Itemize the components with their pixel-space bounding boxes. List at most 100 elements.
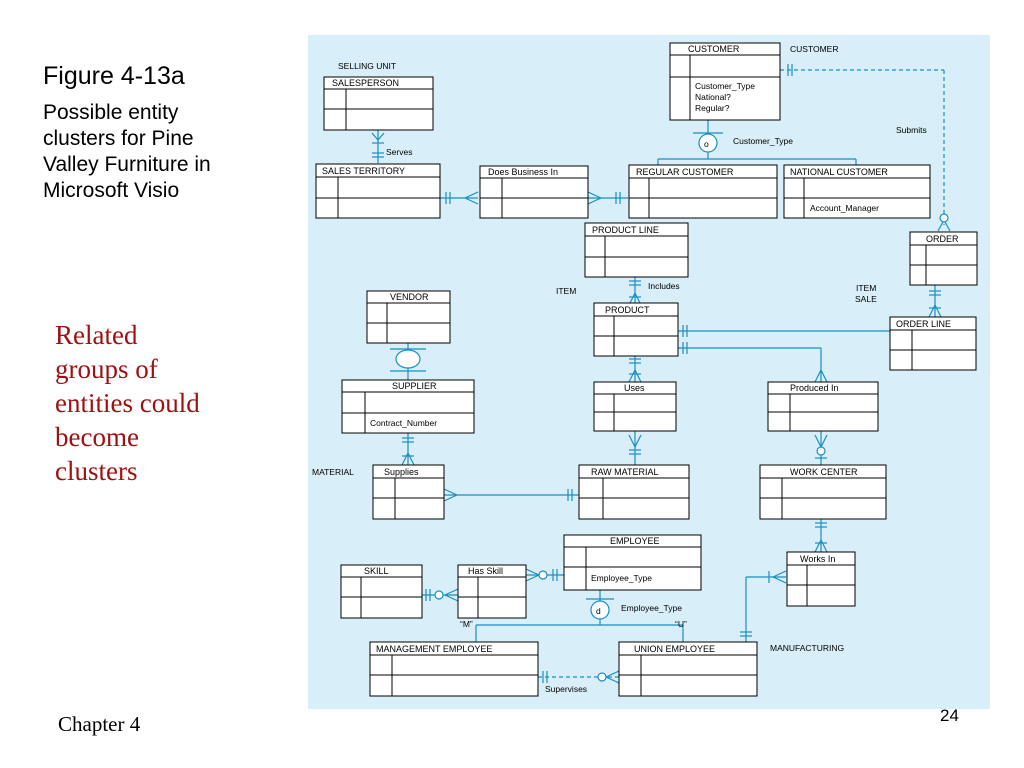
crowfoot — [820, 434, 828, 448]
figure-title: Figure 4-13a — [43, 62, 185, 90]
attribute: Employee_Type — [591, 573, 652, 583]
cluster-label-manufacturing: MANUFACTURING — [770, 643, 844, 653]
crowfoot — [443, 494, 458, 502]
attribute: Customer_Type — [695, 81, 755, 91]
crowfoot — [634, 369, 642, 383]
crowfoot — [820, 539, 828, 553]
entity-name: PRODUCT LINE — [592, 225, 659, 235]
entity-name: Does Business In — [488, 167, 558, 177]
entity-product: PRODUCT — [593, 302, 679, 357]
relationship-label-submits: Submits — [896, 125, 927, 135]
erd-diagram: o — [308, 35, 990, 709]
crowfoot — [525, 568, 540, 576]
relationship-label-includes: Includes — [648, 281, 680, 291]
crowfoot — [928, 304, 936, 318]
crowfoot — [628, 369, 636, 383]
subtype-ellipse — [395, 349, 421, 369]
relationship-lines: o — [371, 64, 951, 684]
entity-management-employee: MANAGEMENT EMPLOYEE — [369, 641, 539, 697]
optional-circle — [816, 446, 826, 456]
entity-salesperson: SALESPERSON — [323, 76, 434, 131]
cluster-label-item-sale: SALE — [855, 294, 877, 304]
entity-works-in: Works In — [786, 551, 856, 607]
crowfoot — [587, 191, 602, 199]
crowfoot — [814, 369, 822, 383]
entity-name: REGULAR CUSTOMER — [636, 167, 734, 177]
entity-name: Works In — [800, 554, 835, 564]
optional-circle — [597, 672, 607, 682]
crowfoot — [444, 588, 459, 596]
attribute: Contract_Number — [370, 418, 437, 428]
crowfoot — [814, 434, 822, 448]
crowfoot — [444, 594, 459, 602]
cluster-label-item-sale: ITEM — [856, 283, 876, 293]
entity-name: EMPLOYEE — [610, 536, 660, 546]
crowfoot — [407, 452, 415, 466]
entity-produced-in: Produced In — [767, 381, 879, 432]
entity-does-business-in: Does Business In — [479, 165, 589, 219]
entity-order: ORDER — [909, 231, 978, 286]
entity-name: RAW MATERIAL — [591, 467, 659, 477]
entity-order-line: ORDER LINE — [889, 316, 977, 371]
entity-name: Uses — [624, 383, 645, 393]
crowfoot — [464, 197, 479, 205]
crowfoot — [934, 304, 942, 318]
optional-circle — [939, 213, 949, 223]
crowfoot — [443, 488, 458, 496]
attribute: Regular? — [695, 103, 730, 113]
entity-sales-territory: SALES TERRITORY — [315, 163, 441, 219]
disjoint-o-label: o — [704, 139, 709, 149]
entity-supplies: Supplies — [372, 464, 445, 520]
entity-national-customer: NATIONAL CUSTOMER Account_Manager — [783, 164, 931, 219]
crowfoot — [820, 369, 828, 383]
entity-product-line: PRODUCT LINE — [584, 222, 689, 278]
relationship-label-serves: Serves — [386, 147, 412, 157]
chapter-footer: Chapter 4 — [58, 712, 141, 736]
entity-name: SALES TERRITORY — [322, 166, 405, 176]
subtype-value-u: “U” — [675, 619, 687, 629]
optional-circle — [538, 570, 548, 580]
cluster-label-selling-unit: SELLING UNIT — [338, 61, 396, 71]
figure-subtitle: Possible entity clusters for Pine Valley… — [43, 101, 211, 202]
entity-name: UNION EMPLOYEE — [634, 644, 715, 654]
entity-employee: EMPLOYEE Employee_Type — [563, 534, 702, 591]
page-number: 24 — [940, 706, 959, 725]
crowfoot — [628, 434, 636, 448]
entity-name: SALESPERSON — [332, 78, 399, 88]
entity-work-center: WORK CENTER — [759, 464, 887, 520]
entity-regular-customer: REGULAR CUSTOMER — [628, 164, 778, 219]
entity-name: Supplies — [384, 467, 419, 477]
entity-name: ORDER LINE — [896, 319, 951, 329]
crowfoot — [371, 132, 379, 141]
crowfoot — [525, 574, 540, 582]
attribute: National? — [695, 92, 731, 102]
relationship-label-supervises: Supervises — [545, 684, 587, 694]
entity-vendor: VENDOR — [366, 290, 451, 344]
entity-name: CUSTOMER — [688, 44, 740, 54]
entity-raw-material: RAW MATERIAL — [578, 464, 690, 520]
entity-uses: Uses — [593, 381, 677, 432]
entity-union-employee: UNION EMPLOYEE — [618, 641, 758, 697]
entity-name: MANAGEMENT EMPLOYEE — [376, 644, 492, 654]
cluster-label-item: ITEM — [556, 286, 576, 296]
subtype-discriminator-customer-type: Customer_Type — [733, 136, 793, 146]
crowfoot — [401, 452, 409, 466]
entity-name: SKILL — [364, 566, 389, 576]
entity-name: PRODUCT — [605, 305, 650, 315]
cluster-note: Related groups of entities could become … — [55, 320, 200, 486]
crowfoot — [605, 670, 620, 678]
subtype-value-m: “M” — [460, 619, 473, 629]
crowfoot — [772, 576, 787, 584]
crowfoot — [634, 434, 642, 448]
entity-supplier: SUPPLIER Contract_Number — [341, 379, 475, 434]
entity-name: VENDOR — [390, 292, 429, 302]
crowfoot — [464, 191, 479, 199]
cluster-label-customer: CUSTOMER — [790, 44, 839, 54]
crowfoot — [814, 539, 822, 553]
entity-name: SUPPLIER — [392, 381, 437, 391]
optional-circle — [434, 590, 444, 600]
entity-name: ORDER — [926, 234, 959, 244]
disjoint-d-label: d — [596, 606, 601, 616]
attribute: Account_Manager — [810, 203, 879, 213]
entity-has-skill: Has Skill — [457, 564, 527, 619]
